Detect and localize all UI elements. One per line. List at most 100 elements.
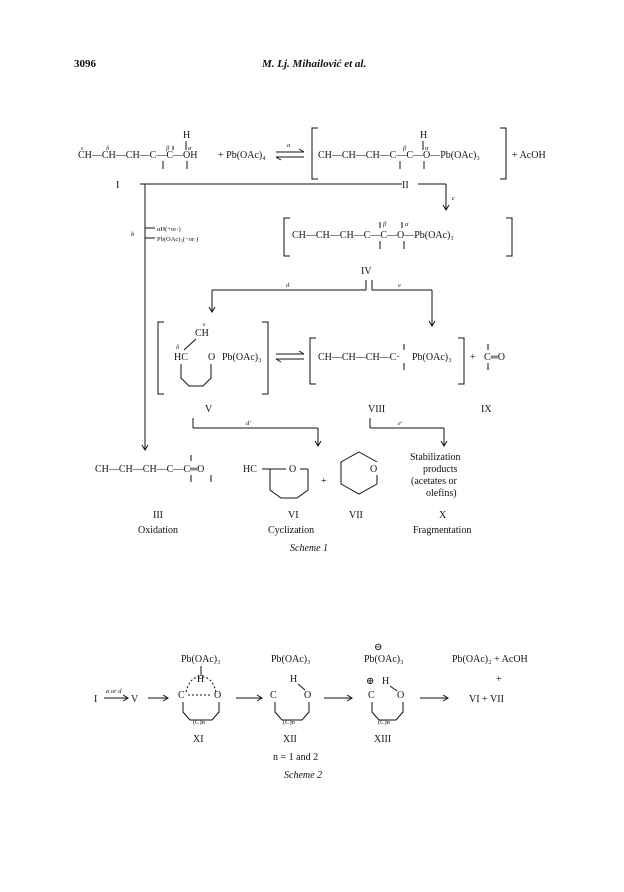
caption-oxidation: Oxidation: [138, 525, 178, 536]
arrow-label-b: b: [131, 231, 135, 238]
lead-XIII: Pb(OAc)₃: [364, 654, 404, 665]
cn-XI: (C)n: [193, 719, 206, 726]
arrow-label-a: a: [287, 142, 290, 149]
carbonyl-product-III: CH—CH—CH—C—C═O: [95, 464, 204, 475]
oxygen-XI: O: [214, 690, 221, 701]
epsilon-label: ε: [81, 145, 84, 152]
label-III: III: [153, 510, 163, 521]
caption-cyclization: Cyclization: [268, 525, 314, 536]
caption-fragmentation: Fragmentation: [413, 525, 471, 536]
arrow-label-c: c: [452, 195, 455, 202]
bracket-left: [157, 321, 164, 395]
bracket-right: [262, 321, 269, 395]
alcohol-formula: CH—CH—CH—C—C—OH: [78, 150, 197, 161]
page-number: 3096: [74, 58, 96, 70]
lead-XI: Pb(OAc)₃: [181, 654, 221, 665]
beta-label: β: [382, 221, 387, 228]
epsilon-label: ε: [203, 321, 206, 328]
label-IV: IV: [361, 266, 372, 277]
oxygen-XII: O: [304, 690, 311, 701]
target-V: V: [131, 694, 139, 705]
bracket-left: [309, 337, 316, 385]
acetic-acid: + AcOH: [512, 150, 546, 161]
plus-sign: +: [321, 476, 327, 487]
thp-oxygen: O: [370, 464, 377, 475]
scheme-2-caption: Scheme 2: [284, 770, 322, 781]
label-II: II: [402, 180, 409, 191]
label-VII: VII: [349, 510, 363, 521]
arrow-label-d-prime: d′: [246, 420, 251, 427]
h-above-alcohol: H: [183, 130, 190, 141]
lead-tetraacetate-reagent: + Pb(OAc)₄: [218, 150, 266, 161]
beta-label: β: [402, 145, 407, 152]
bracket-right: [458, 337, 465, 385]
label-XIII: XIII: [374, 734, 391, 745]
label-XII: XII: [283, 734, 297, 745]
running-title: M. Lj. Mihailović et al.: [262, 58, 367, 70]
b-reagent-lead: Pb(OAc)₃(−or·): [157, 236, 198, 243]
cn-XIII: (C)n: [378, 719, 391, 726]
bracket-right: [506, 217, 513, 257]
label-XI: XI: [193, 734, 204, 745]
stabilization-line-3: (acetates or: [411, 476, 457, 487]
label-VIII: VIII: [368, 404, 385, 415]
lead-triacetate: Pb(OAc)₃: [412, 352, 452, 363]
alpha-label: α: [405, 221, 409, 228]
products-plus: +: [496, 674, 502, 685]
carbon-XII: C: [270, 690, 277, 701]
carbon-XIII: C: [368, 690, 375, 701]
arrow-label-a-or-d: a or d: [106, 688, 122, 695]
oxygen-radical: O: [208, 352, 215, 363]
bracket-right: [500, 127, 507, 180]
lead-ester-formula: CH—CH—CH—C—C—O—Pb(OAc)₃: [318, 150, 480, 161]
cn-XII: (C)n: [283, 719, 296, 726]
label-X: X: [439, 510, 447, 521]
alpha-label: α: [188, 145, 192, 152]
alpha-label: α: [425, 145, 429, 152]
start-I: I: [94, 694, 97, 705]
scheme-1-caption: Scheme 1: [290, 543, 328, 554]
label-I: I: [116, 180, 119, 191]
arrow-label-d: d: [286, 282, 290, 289]
thf-ring: [262, 468, 309, 499]
products-line-2: VI + VII: [469, 694, 504, 705]
arrow-label-e: e: [398, 282, 401, 289]
scheme-1: H ε δ β α CH—CH—CH—C—C—OH + Pb(OAc)₄ a H…: [78, 127, 546, 554]
hydrogen-XII: H: [290, 674, 297, 685]
stabilization-line-4: olefins): [426, 488, 457, 499]
b-reagent-hydrogen: αH(+or·): [157, 226, 181, 233]
oxygen-XIII: O: [397, 690, 404, 701]
intermediate-VIII-formula: CH—CH—CH—C·: [318, 352, 400, 363]
ring-chain: [180, 364, 212, 387]
minus-charge: ⊖: [374, 642, 382, 653]
carbon-XI: C: [178, 690, 185, 701]
hydrogen-XIII: H: [382, 676, 389, 687]
label-VI: VI: [288, 510, 299, 521]
label-V: V: [205, 404, 213, 415]
n-values: n = 1 and 2: [273, 752, 318, 763]
delta-label: δ: [176, 344, 180, 351]
thf-oxygen: O: [289, 464, 296, 475]
beta-label: β: [165, 145, 170, 152]
carbonyl-product: C═O: [484, 352, 505, 363]
hc-group: HC: [174, 352, 188, 363]
plus-charge: ⊕: [366, 676, 374, 687]
intermediate-IV-formula: CH—CH—CH—C—C—O—Pb(OAc)₃: [292, 230, 454, 241]
products-line-1: Pb(OAc)₂ + AcOH: [452, 654, 528, 665]
label-IX: IX: [481, 404, 492, 415]
plus-sign: +: [470, 352, 476, 363]
bracket-left: [283, 217, 290, 257]
ch-group: CH: [195, 328, 209, 339]
delta-label: δ: [106, 145, 110, 152]
arrow-label-e-prime: e′: [398, 420, 403, 427]
stabilization-line-2: products: [423, 464, 458, 475]
bracket-left: [311, 127, 318, 180]
thf-hc: HC: [243, 464, 257, 475]
lead-triacetate: Pb(OAc)₃: [222, 352, 262, 363]
stabilization-line-1: Stabilization: [410, 452, 461, 463]
h-above-ester: H: [420, 130, 427, 141]
scheme-2: I a or d V Pb(OAc)₃ H C O (C)n XI Pb(OAc…: [94, 642, 528, 781]
hydrogen-XI: H: [197, 674, 204, 685]
